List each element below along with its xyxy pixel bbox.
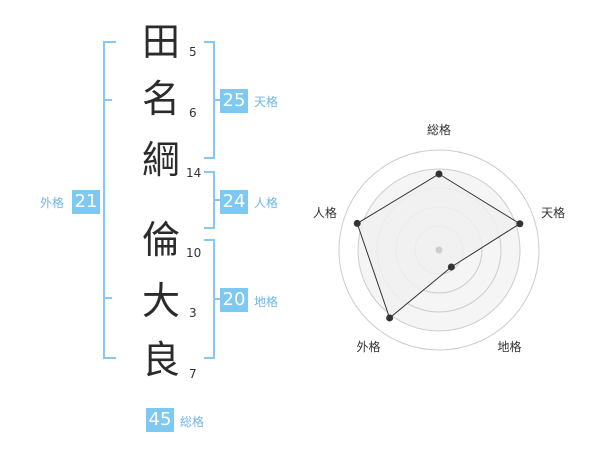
stroke-count-4: 10: [186, 246, 202, 260]
gaikaku-value-box: 21: [72, 190, 100, 214]
name-char-3: 綱: [141, 138, 180, 182]
name-char-6: 良: [141, 338, 180, 382]
stroke-count-3: 14: [186, 166, 202, 180]
radar-ring: [338, 149, 540, 351]
stroke-count-2: 6: [189, 106, 197, 120]
tenkaku-value-box: 25: [220, 89, 248, 113]
radar-center-dot: [435, 246, 443, 254]
radar-point: [353, 219, 361, 227]
radar-point: [447, 263, 455, 271]
radar-axis-label: 総格: [427, 122, 451, 137]
name-char-1: 田: [141, 20, 180, 64]
stroke-count-6: 7: [189, 367, 197, 381]
gaikaku-label: 外格: [40, 196, 65, 210]
stroke-count-1: 5: [189, 45, 197, 59]
stroke-count-5: 3: [189, 306, 197, 320]
chikaku-label: 地格: [254, 295, 279, 309]
soukaku-value-box: 45: [146, 408, 174, 432]
jinkaku-label: 人格: [254, 196, 279, 210]
radar-polygon: [356, 173, 521, 319]
name-char-2: 名: [141, 77, 180, 121]
radar-axis-label: 天格: [541, 205, 565, 220]
chikaku-value-box: 20: [220, 288, 248, 312]
name-char-4: 倫: [141, 218, 180, 262]
name-char-5: 大: [141, 279, 180, 323]
soukaku-label: 総格: [180, 415, 205, 429]
radar-axis-label: 人格: [313, 205, 337, 220]
tenkaku-label: 天格: [254, 95, 279, 109]
radar-point: [516, 220, 524, 228]
radar-point: [386, 314, 394, 322]
radar-axis-label: 地格: [498, 339, 522, 354]
radar-axis-label: 外格: [356, 339, 380, 354]
jinkaku-value-box: 24: [220, 190, 248, 214]
radar-point: [435, 170, 443, 178]
